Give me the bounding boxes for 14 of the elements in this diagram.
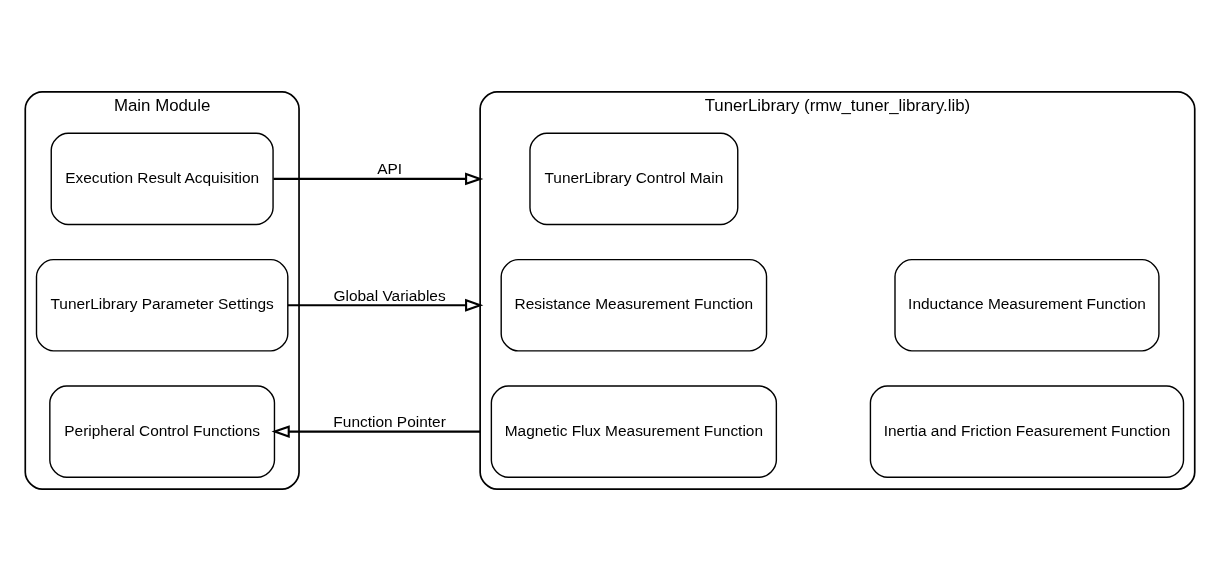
arrow (271, 425, 481, 438)
edge-label: Function Pointer (333, 413, 446, 431)
arrow (288, 298, 484, 312)
edge-label: API (377, 160, 403, 178)
node-box: Peripheral Control Functions (49, 385, 276, 478)
node-box: TunerLibrary Control Main (529, 132, 739, 226)
node-box: Magnetic Flux Measurement Function (490, 385, 778, 478)
node-box: Resistance Measurement Function (500, 258, 768, 352)
node-box: Inductance Measurement Function (894, 258, 1160, 352)
node-box: Inertia and Friction Feasurement Function (869, 385, 1185, 478)
arrow (273, 172, 484, 186)
edge-label: Global Variables (333, 286, 446, 304)
node-box: TunerLibrary Parameter Settings (35, 258, 289, 352)
node-box: Execution Result Acquisition (50, 132, 274, 226)
